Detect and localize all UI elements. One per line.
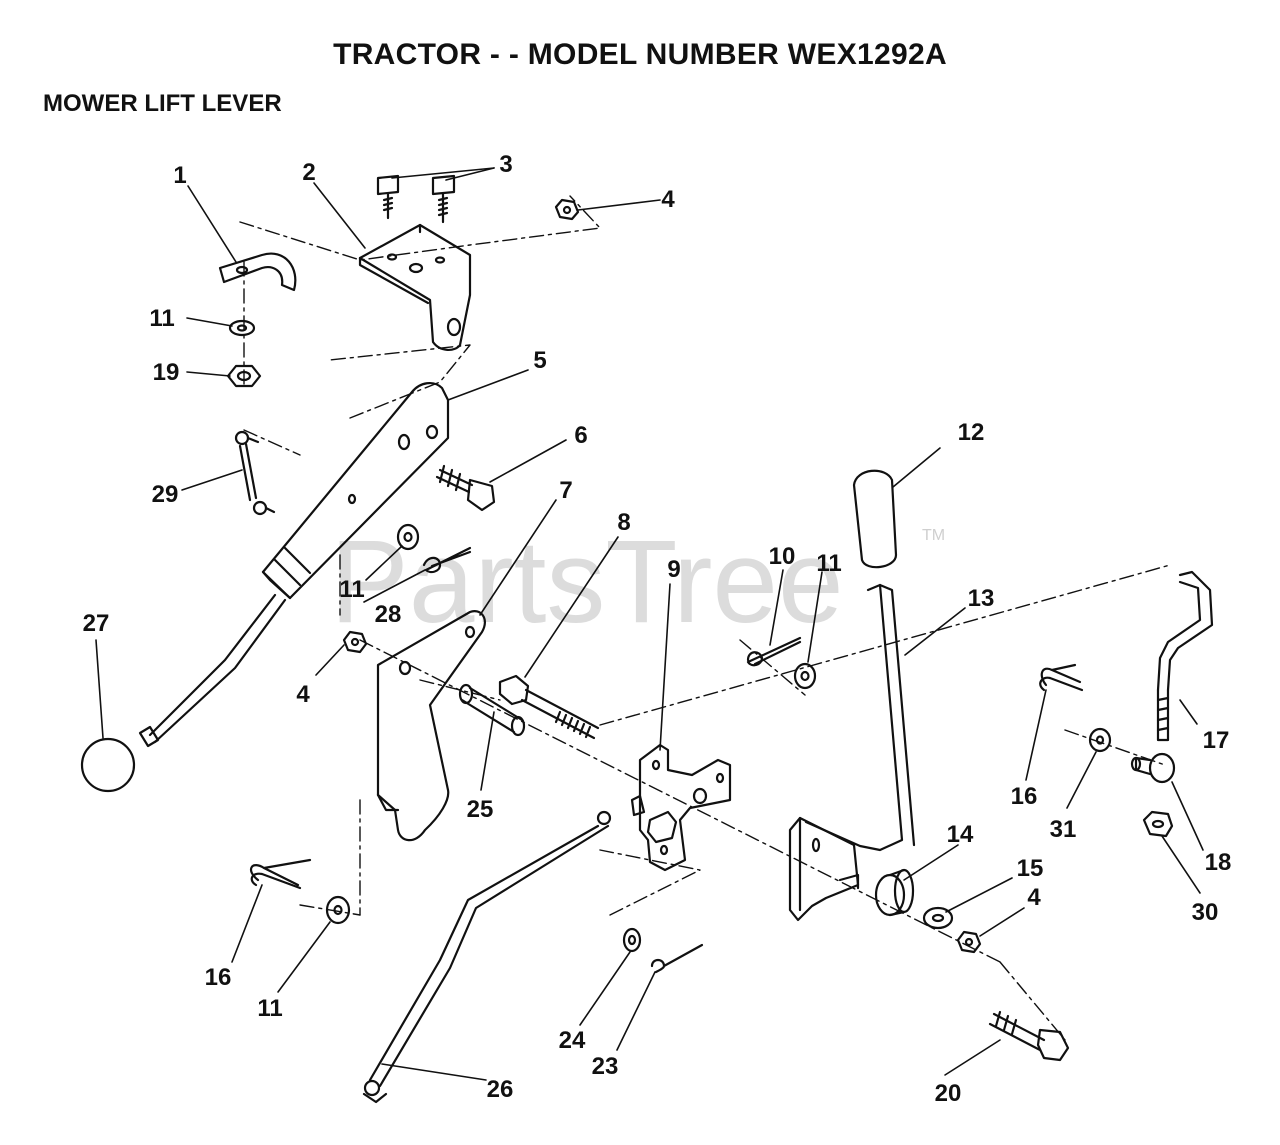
label-part-2: 2: [302, 159, 315, 186]
label-part-23: 23: [592, 1053, 619, 1080]
part-labels: 1 2 3 4 4 4 5 6 7 8 9 10 11 11 11 11 12 …: [83, 151, 1232, 1107]
label-part-25: 25: [467, 796, 494, 823]
part-27-knob: [80, 737, 136, 793]
part-24-washer: [622, 927, 642, 953]
label-part-4c: 4: [1027, 884, 1041, 911]
part-16-hairpins: [249, 663, 1084, 890]
part-31-washer: [1088, 727, 1112, 753]
part-17-rod: [1156, 570, 1214, 742]
part-29-link: [234, 430, 276, 516]
label-part-16: 16: [1011, 783, 1038, 810]
label-part-11d: 11: [257, 995, 282, 1022]
label-part-3: 3: [499, 151, 512, 178]
label-part-31: 31: [1050, 816, 1077, 843]
label-part-17: 17: [1203, 727, 1230, 754]
label-part-11b: 11: [339, 576, 364, 603]
label-part-19: 19: [153, 359, 180, 386]
part-26-rod: [362, 810, 612, 1104]
part-13-lift-lever: [788, 583, 916, 922]
label-part-27: 27: [83, 610, 110, 637]
label-part-11c: 11: [816, 550, 841, 577]
part-7-plate: [376, 610, 486, 842]
label-part-29: 29: [152, 481, 179, 508]
part-18-trunnion: [1130, 752, 1176, 784]
label-part-5: 5: [533, 347, 546, 374]
part-8-long-bolt: [498, 674, 600, 740]
part-3-bolts: [376, 174, 456, 224]
label-part-24: 24: [559, 1027, 586, 1054]
part-15-washer: [922, 906, 954, 930]
label-part-26: 26: [487, 1076, 514, 1103]
label-part-8: 8: [617, 509, 630, 536]
part-5-lift-arm: [138, 382, 450, 748]
watermark: PartsTree: [330, 516, 844, 648]
part-9-pivot-bracket: [630, 743, 732, 872]
label-part-11: 11: [149, 305, 174, 332]
part-2-bracket: [358, 223, 472, 351]
label-part-28: 28: [375, 601, 402, 628]
label-part-30: 30: [1192, 899, 1219, 926]
leader-lines: [95, 167, 1204, 1081]
part-4-nuts: [342, 198, 982, 954]
label-part-15: 15: [1017, 855, 1044, 882]
label-part-13: 13: [968, 585, 995, 612]
label-part-1: 1: [173, 162, 186, 189]
label-part-9: 9: [667, 556, 680, 583]
label-part-12: 12: [958, 419, 985, 446]
part-30-nut: [1142, 810, 1174, 838]
label-part-20: 20: [935, 1080, 962, 1107]
label-part-7: 7: [559, 477, 572, 504]
label-part-10: 10: [769, 543, 796, 570]
label-part-16b: 16: [205, 964, 232, 991]
diagram-title: TRACTOR - - MODEL NUMBER WEX1292A: [333, 38, 947, 71]
part-11-washers: [228, 319, 817, 925]
label-part-18: 18: [1205, 849, 1232, 876]
part-19-nut: [226, 364, 262, 388]
part-25-spacer: [458, 683, 526, 737]
watermark-tm: TM: [922, 527, 945, 544]
section-title: MOWER LIFT LEVER: [43, 90, 282, 117]
part-20-bolt: [988, 1010, 1070, 1062]
part-28-cotter-pin: [422, 546, 472, 574]
part-10-cotter-pin: [746, 636, 802, 667]
label-part-6: 6: [574, 422, 587, 449]
part-12-grip: [852, 469, 898, 569]
part-6-bolt: [435, 464, 496, 512]
label-part-14: 14: [947, 821, 974, 848]
part-14-bushing: [874, 868, 915, 917]
part-23-pin: [650, 943, 704, 974]
label-part-4: 4: [661, 186, 675, 213]
part-1-clip: [218, 252, 297, 292]
label-part-4b: 4: [296, 681, 310, 708]
